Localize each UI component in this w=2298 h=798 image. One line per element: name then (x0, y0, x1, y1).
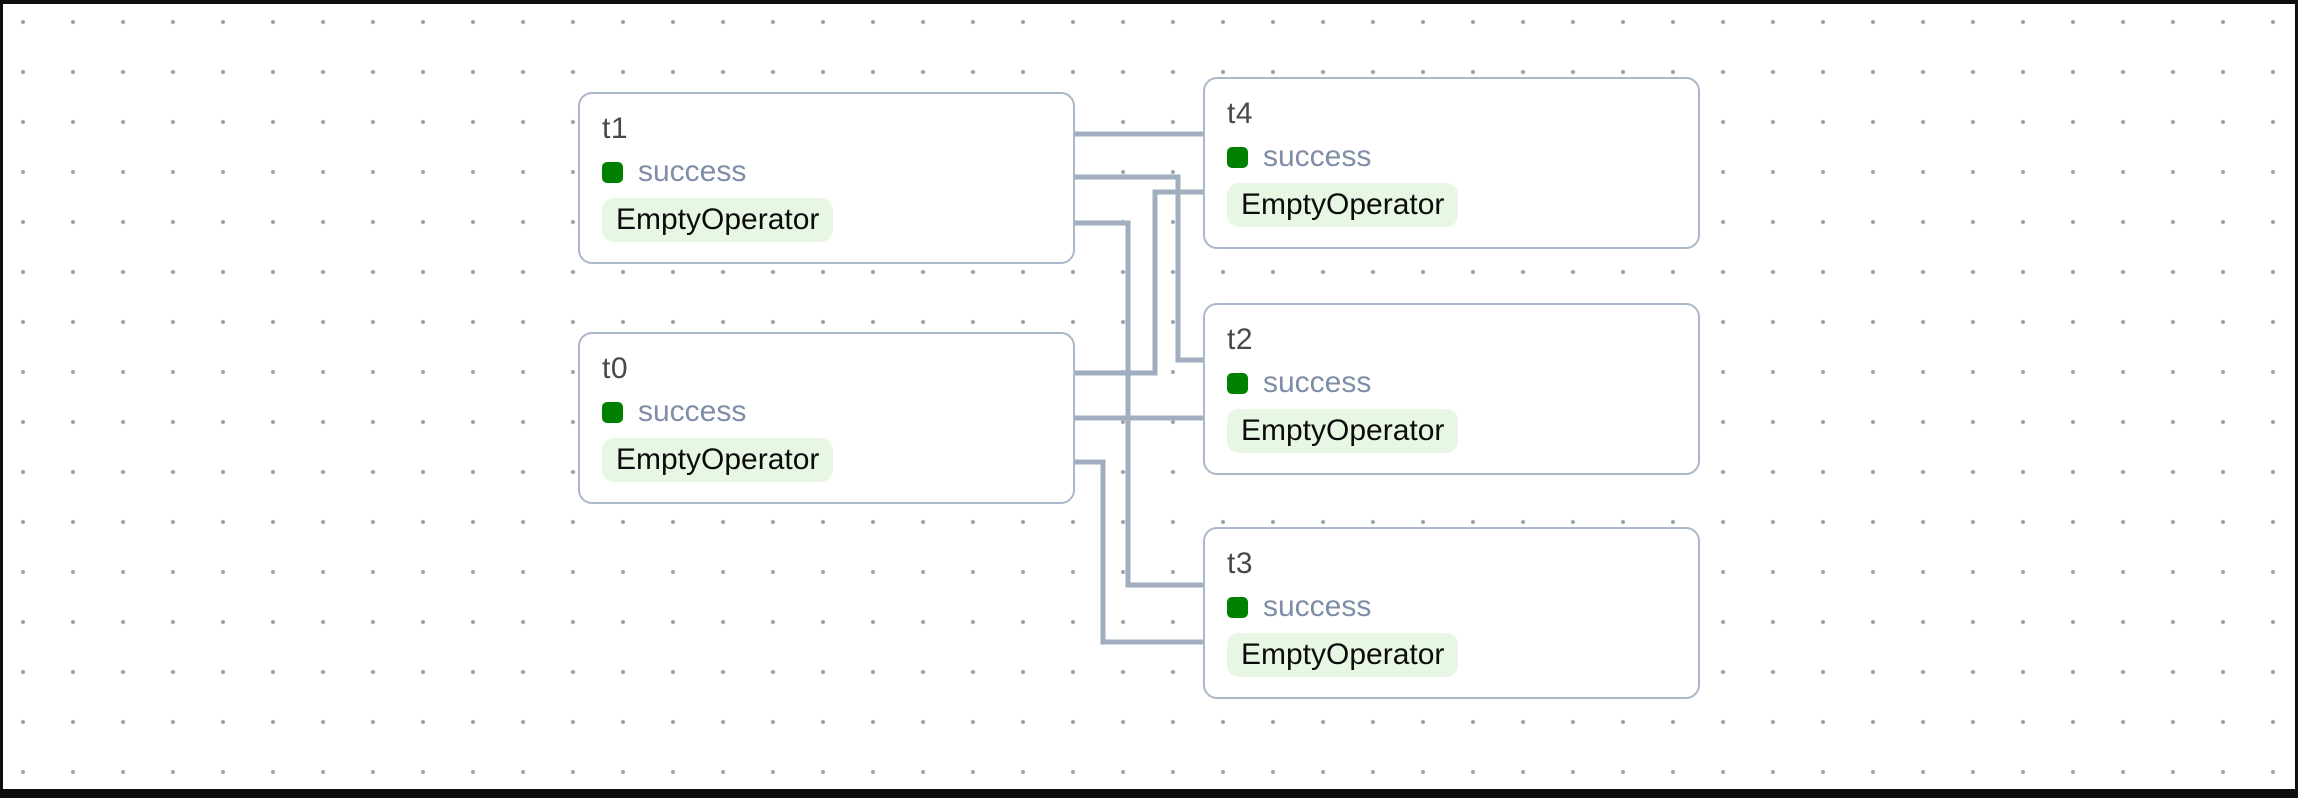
task-status-row: success (1227, 363, 1676, 403)
task-id: t3 (1227, 547, 1254, 580)
task-state-label: success (638, 395, 747, 428)
edge-t0-t4 (1075, 189, 1203, 376)
task-id: t2 (1227, 323, 1254, 356)
window-border-top (0, 0, 2298, 4)
window-border-left (0, 0, 3, 798)
task-node-t0[interactable]: t0 success EmptyOperator (578, 332, 1075, 504)
operator-row: EmptyOperator (1227, 409, 1676, 453)
status-success-icon (602, 161, 623, 183)
edge-t1-t3 (1075, 220, 1203, 588)
task-node-t3[interactable]: t3 success EmptyOperator (1203, 527, 1700, 699)
operator-badge: EmptyOperator (602, 198, 834, 242)
task-status-row: success (1227, 137, 1676, 177)
task-state-label: success (1263, 590, 1372, 623)
task-state-label: success (1263, 140, 1372, 173)
operator-row: EmptyOperator (1227, 633, 1676, 677)
status-success-icon (1227, 596, 1248, 618)
operator-row: EmptyOperator (602, 198, 1051, 242)
task-node-t1[interactable]: t1 success EmptyOperator (578, 92, 1075, 264)
operator-row: EmptyOperator (1227, 183, 1676, 227)
operator-badge: EmptyOperator (602, 438, 834, 482)
status-success-icon (602, 401, 623, 423)
task-id: t1 (602, 112, 629, 145)
window-border-right (2295, 0, 2298, 798)
task-id: t0 (602, 352, 629, 385)
task-node-t4[interactable]: t4 success EmptyOperator (1203, 77, 1700, 249)
task-status-row: success (602, 392, 1051, 432)
operator-badge: EmptyOperator (1227, 183, 1459, 227)
operator-row: EmptyOperator (602, 438, 1051, 482)
task-status-row: success (1227, 587, 1676, 627)
task-state-label: success (638, 155, 747, 188)
operator-badge: EmptyOperator (1227, 409, 1459, 453)
task-state-label: success (1263, 366, 1372, 399)
operator-badge: EmptyOperator (1227, 633, 1459, 677)
edge-t1-t2 (1075, 174, 1203, 363)
status-success-icon (1227, 372, 1248, 394)
edge-t0-t3 (1075, 459, 1203, 645)
task-status-row: success (602, 152, 1051, 192)
window-border-bottom (0, 789, 2298, 798)
task-node-t2[interactable]: t2 success EmptyOperator (1203, 303, 1700, 475)
status-success-icon (1227, 146, 1248, 168)
task-id: t4 (1227, 97, 1254, 130)
